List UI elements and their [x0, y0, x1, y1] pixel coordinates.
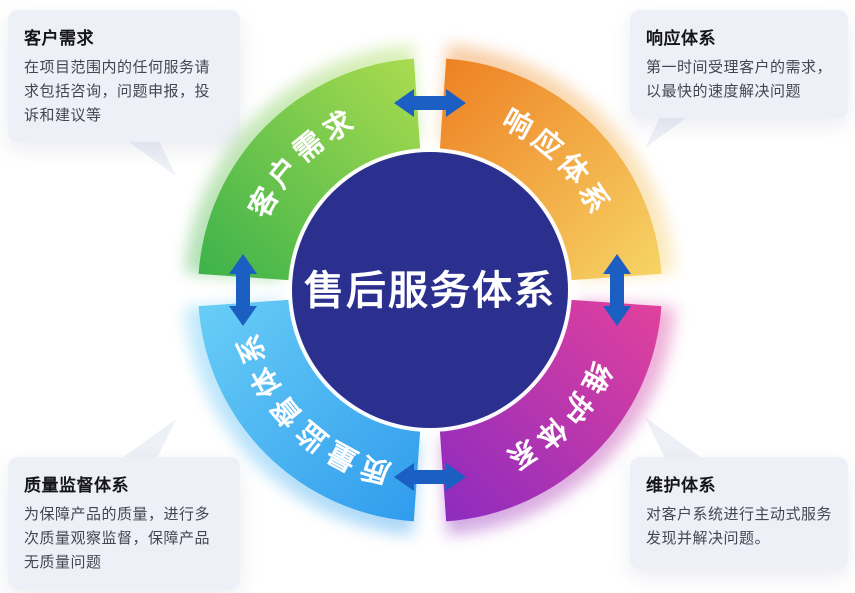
callout-customer-needs-title: 客户需求: [24, 29, 94, 48]
center-circle: [292, 152, 568, 428]
callout-quality-supervision-tail: [118, 419, 176, 461]
callout-quality-supervision: 质量监督体系 为保障产品的质量，进行多次质量观察监督，保障产品无质量问题: [8, 457, 240, 589]
callout-maintenance-system: 维护体系 对客户系统进行主动式服务发现并解决问题。: [630, 457, 848, 569]
callout-response-system-title: 响应体系: [646, 29, 716, 48]
service-wheel: 售后服务体系 客户需求 响应体系 维护体系 质量监督体系: [184, 44, 676, 536]
callout-quality-supervision-body: 为保障产品的质量，进行多次质量观察监督，保障产品无质量问题: [24, 506, 211, 571]
callout-customer-needs-body: 在项目范围内的任何服务请求包括咨询，问题申报，投诉和建议等: [24, 59, 211, 124]
callout-response-system-body: 第一时间受理客户的需求，以最快的速度解决问题: [646, 59, 833, 100]
callout-maintenance-system-body: 对客户系统进行主动式服务发现并解决问题。: [646, 506, 833, 547]
callout-response-system: 响应体系 第一时间受理客户的需求，以最快的速度解决问题: [630, 10, 848, 118]
center-title: 售后服务体系: [304, 269, 556, 313]
callout-customer-needs: 客户需求 在项目范围内的任何服务请求包括咨询，问题申报，投诉和建议等: [8, 10, 240, 142]
callout-quality-supervision-title: 质量监督体系: [24, 476, 129, 495]
callout-maintenance-system-title: 维护体系: [646, 476, 716, 495]
